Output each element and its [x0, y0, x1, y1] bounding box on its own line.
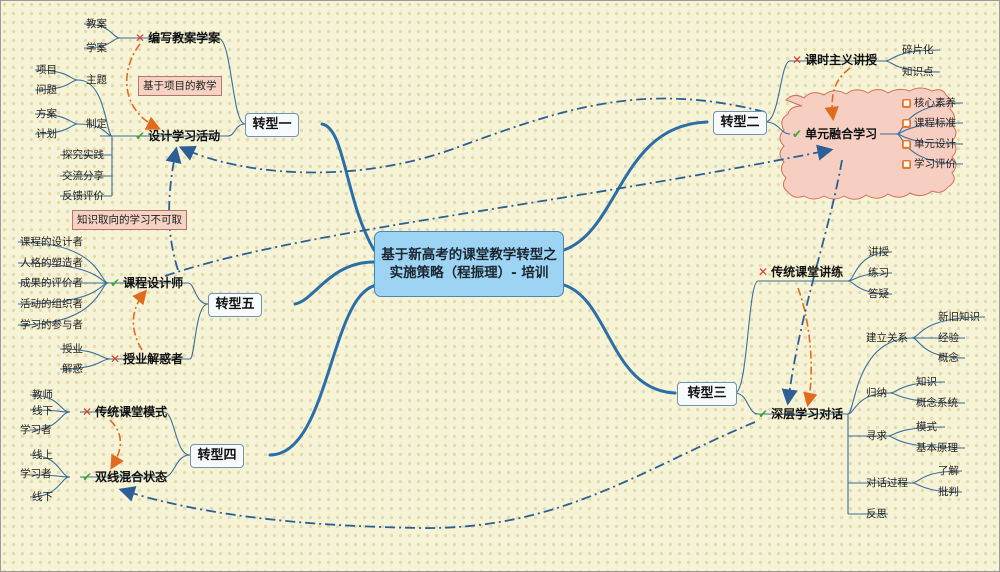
- t2-new-node[interactable]: ✔单元融合学习: [792, 126, 877, 142]
- blue-cross-links: [118, 97, 843, 529]
- check-icon: ✔: [758, 407, 769, 421]
- list-item[interactable]: 经验: [938, 332, 959, 344]
- t1-old-node[interactable]: ✕编写教案学案: [135, 30, 220, 46]
- list-item[interactable]: 课程的设计者: [20, 236, 83, 248]
- t3-new-node[interactable]: ✔深层学习对话: [758, 406, 843, 422]
- t5-callout: 知识取向的学习不可取: [72, 210, 187, 230]
- list-item[interactable]: 教案: [86, 18, 107, 30]
- list-item[interactable]: 制定: [86, 118, 107, 130]
- list-item[interactable]: 教师: [32, 389, 53, 401]
- cross-icon: ✕: [110, 352, 121, 366]
- center-topic[interactable]: 基于新高考的课堂教学转型之实施策略（程振理）- 培训: [374, 231, 564, 297]
- highlight-cloud: [779, 87, 957, 200]
- list-item[interactable]: 模式: [916, 421, 937, 433]
- t3-old-node[interactable]: ✕传统课堂讲练: [758, 264, 843, 280]
- branch-transform-1[interactable]: 转型一: [245, 113, 299, 137]
- list-item-label: 核心素养: [914, 97, 956, 109]
- check-icon: ✔: [135, 129, 146, 143]
- list-item[interactable]: 学案: [86, 42, 107, 54]
- t1-new-node[interactable]: ✔设计学习活动: [135, 128, 220, 144]
- t3-new-label: 深层学习对话: [771, 407, 844, 421]
- check-icon: ✔: [82, 470, 93, 484]
- list-item[interactable]: 授业: [62, 343, 83, 355]
- list-item[interactable]: 问题: [36, 84, 57, 96]
- cross-icon: ✕: [758, 265, 769, 279]
- t5-new-label: 课程设计师: [123, 276, 184, 290]
- list-item[interactable]: 建立关系: [866, 332, 908, 344]
- branch-transform-2[interactable]: 转型二: [713, 111, 767, 135]
- branch-transform-5[interactable]: 转型五: [208, 293, 262, 317]
- list-item[interactable]: 讲授: [868, 246, 889, 258]
- list-item[interactable]: 碎片化: [902, 44, 934, 56]
- list-item[interactable]: 归纳: [866, 387, 887, 399]
- list-item[interactable]: 人格的塑造者: [20, 257, 83, 269]
- t1-old-label: 编写教案学案: [148, 31, 221, 45]
- list-item-label: 单元设计: [914, 138, 956, 150]
- list-item[interactable]: 基本原理: [916, 442, 958, 454]
- t5-old-label: 授业解惑者: [123, 352, 184, 366]
- t4-new-node[interactable]: ✔双线混合状态: [82, 469, 167, 485]
- list-item[interactable]: 方案: [36, 108, 57, 120]
- list-item[interactable]: 了解: [938, 465, 959, 477]
- t5-old-node[interactable]: ✕授业解惑者: [110, 351, 183, 367]
- branch-transform-3[interactable]: 转型三: [677, 382, 737, 406]
- list-item[interactable]: 线上: [32, 449, 53, 461]
- branch-transform-4[interactable]: 转型四: [190, 444, 244, 468]
- t5-new-node[interactable]: ✔课程设计师: [110, 275, 183, 291]
- t1-callout: 基于项目的教学: [138, 76, 222, 96]
- number-badge-icon: ■: [902, 119, 911, 128]
- sub-branches: [17, 23, 986, 515]
- t2-new-label: 单元融合学习: [805, 127, 878, 141]
- cross-icon: ✕: [792, 53, 803, 67]
- list-item[interactable]: 项目: [36, 64, 57, 76]
- t4-old-label: 传统课堂模式: [95, 405, 168, 419]
- cross-icon: ✕: [135, 31, 146, 45]
- list-item[interactable]: 学习者: [20, 468, 52, 480]
- list-item[interactable]: 探究实践: [62, 149, 104, 161]
- list-item[interactable]: 主题: [86, 74, 107, 86]
- t4-new-label: 双线混合状态: [95, 470, 168, 484]
- number-badge-icon: ■: [902, 99, 911, 108]
- list-item[interactable]: 学习者: [20, 424, 52, 436]
- list-item[interactable]: 知识: [916, 376, 937, 388]
- list-item[interactable]: 寻求: [866, 430, 887, 442]
- list-item[interactable]: 练习: [868, 267, 889, 279]
- t1-new-label: 设计学习活动: [148, 129, 221, 143]
- list-item-label: 课程标准: [914, 117, 956, 129]
- list-item[interactable]: ■课程标准: [902, 116, 956, 130]
- number-badge-icon: ■: [902, 160, 911, 169]
- list-item[interactable]: ■核心素养: [902, 96, 956, 110]
- t2-old-node[interactable]: ✕课时主义讲授: [792, 52, 877, 68]
- list-item[interactable]: 批判: [938, 486, 959, 498]
- list-item[interactable]: ■单元设计: [902, 137, 956, 151]
- list-item[interactable]: 知识点: [902, 66, 934, 78]
- list-item[interactable]: 学习的参与者: [20, 319, 83, 331]
- list-item[interactable]: 交流分享: [62, 170, 104, 182]
- list-item[interactable]: 线下: [32, 491, 53, 503]
- check-icon: ✔: [792, 127, 803, 141]
- check-icon: ✔: [110, 276, 121, 290]
- list-item[interactable]: 新旧知识: [938, 311, 980, 323]
- list-item-label: 学习评价: [914, 158, 956, 170]
- list-item[interactable]: 对话过程: [866, 477, 908, 489]
- t2-old-label: 课时主义讲授: [805, 53, 878, 67]
- list-item[interactable]: 解惑: [62, 363, 83, 375]
- list-item[interactable]: 线下: [32, 405, 53, 417]
- t4-old-node[interactable]: ✕传统课堂模式: [82, 404, 167, 420]
- cross-icon: ✕: [82, 405, 93, 419]
- list-item[interactable]: ■学习评价: [902, 157, 956, 171]
- list-item[interactable]: 成果的评价者: [20, 277, 83, 289]
- main-branches: [268, 120, 709, 457]
- t3-old-label: 传统课堂讲练: [771, 265, 844, 279]
- orange-transition-arrows: [109, 43, 851, 470]
- list-item[interactable]: 概念系统: [916, 397, 958, 409]
- list-item[interactable]: 答疑: [868, 288, 889, 300]
- list-item[interactable]: 反思: [866, 508, 887, 520]
- list-item[interactable]: 计划: [36, 128, 57, 140]
- list-item[interactable]: 概念: [938, 352, 959, 364]
- number-badge-icon: ■: [902, 140, 911, 149]
- list-item[interactable]: 反馈评价: [62, 190, 104, 202]
- list-item[interactable]: 活动的组织者: [20, 298, 83, 310]
